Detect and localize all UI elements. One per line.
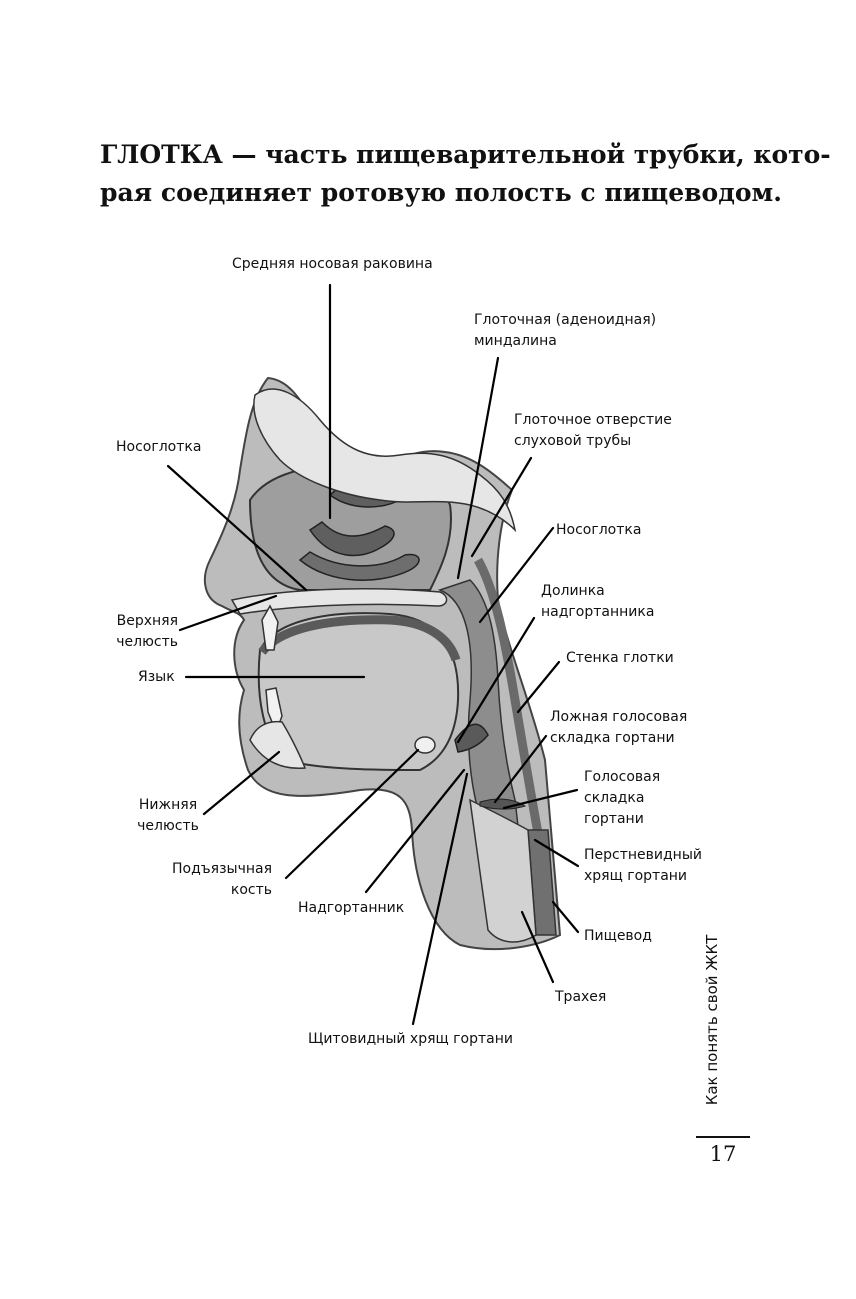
label-cricoid: Перстневидный хрящ гортани <box>584 847 702 884</box>
leader-epiglottis <box>364 768 466 894</box>
leader-cricoid <box>533 838 580 868</box>
label-middle-turbinate: Средняя носовая раковина <box>232 256 433 272</box>
heading-line-2: рая соединяет ротовую полость с пищеводо… <box>100 178 782 207</box>
label-thyroid-cartilage: Щитовидный хрящ гортани <box>308 1031 513 1047</box>
footer-rule <box>696 1136 750 1138</box>
page-number: 17 <box>709 1142 737 1166</box>
leader-hyoid <box>284 748 420 880</box>
middle-turbinate <box>308 521 395 557</box>
mandible-bone <box>249 720 307 769</box>
label-pharyngeal-tonsil: Глоточная (аденоидная) миндалина <box>474 312 657 349</box>
leader-pharyngeal-tonsil <box>456 356 500 580</box>
label-esophagus: Пищевод <box>584 928 652 944</box>
label-lower-jaw: Нижняя челюсть <box>137 797 199 834</box>
label-vocal-fold: Голосовая складка гортани <box>584 769 661 827</box>
leader-thyroid-cartilage <box>411 772 469 1026</box>
leader-trachea <box>520 910 555 984</box>
label-tongue: Язык <box>138 669 175 685</box>
leader-upper-jaw <box>178 594 278 632</box>
label-pharynx-wall: Стенка глотки <box>566 650 674 666</box>
hard-palate <box>230 587 448 615</box>
leader-esophagus <box>551 900 580 934</box>
inferior-turbinate <box>298 551 420 581</box>
leader-nasopharynx-left <box>166 464 308 592</box>
leader-nasopharynx-right <box>478 526 555 624</box>
leader-lower-jaw <box>202 750 281 816</box>
label-vallecula: Долинка надгортанника <box>541 583 655 620</box>
tongue-dorsum <box>258 615 461 662</box>
leader-tube-opening <box>470 456 533 558</box>
label-upper-jaw: Верхняя челюсть <box>116 613 178 650</box>
leader-vocal-fold <box>502 788 579 810</box>
leader-vallecula <box>456 616 536 744</box>
leader-pharynx-wall <box>516 660 561 714</box>
label-nasopharynx-left: Носоглотка <box>116 439 202 455</box>
label-nasopharynx-right: Носоглотка <box>556 522 642 538</box>
book-title-sidebar: Как понять свой ЖКТ <box>694 930 754 1110</box>
leader-false-vocal-fold <box>493 734 548 804</box>
label-false-vocal-fold: Ложная голосовая складка гортани <box>550 709 688 746</box>
label-epiglottis: Надгортанник <box>298 900 405 916</box>
book-title: Как понять свой ЖКТ <box>703 934 721 1106</box>
label-trachea: Трахея <box>555 989 607 1005</box>
upper-teeth <box>261 604 279 651</box>
hyoid-bone <box>414 736 436 754</box>
label-hyoid: Подъязычная кость <box>171 861 272 898</box>
skull-base <box>253 388 517 533</box>
trachea-shape <box>469 798 537 943</box>
label-tube-opening: Глоточное отверстие слуховой трубы <box>514 412 672 449</box>
